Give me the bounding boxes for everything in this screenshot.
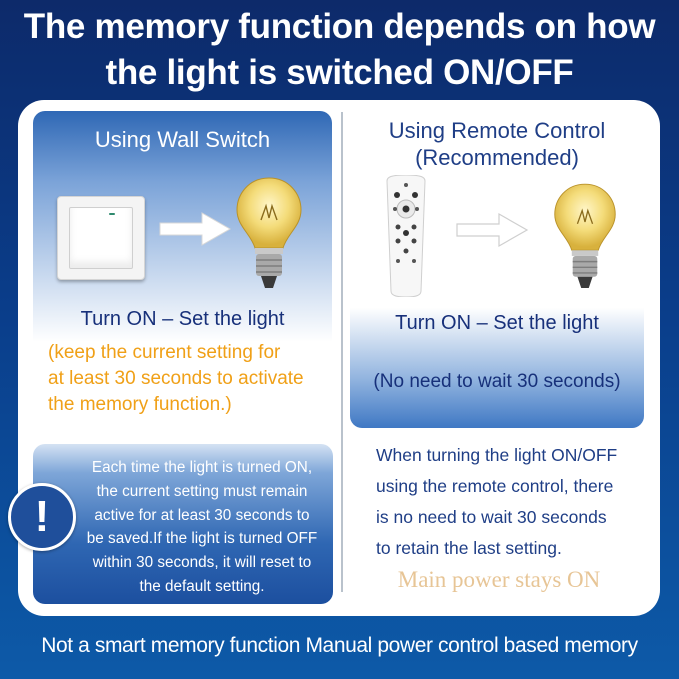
- tip-text: Each time the light is turned ON, the cu…: [72, 456, 332, 599]
- remote-heading-line-1: Using Remote Control: [388, 118, 606, 143]
- wall-switch-heading: Using Wall Switch: [94, 127, 271, 152]
- tip-line: Each time the light is turned ON,: [91, 459, 313, 476]
- remote-desc-line: is no need to wait 30 seconds: [376, 507, 607, 527]
- wall-switch-step: Turn ON – Set the light: [80, 308, 285, 330]
- remote-control-step: Turn ON – Set the light: [395, 312, 599, 334]
- tip-box: [33, 444, 333, 604]
- light-bulb-icon: [236, 177, 302, 288]
- tip-line: within 30 seconds, it will reset to: [92, 554, 312, 572]
- arrow-right-icon: [456, 212, 529, 248]
- wall-switch-note-line: at least 30 seconds to activate: [48, 368, 304, 389]
- page-title: The memory function depends on how the l…: [0, 4, 679, 96]
- page-title-line-1: The memory function depends on how: [23, 7, 656, 46]
- page-title-line-2: the light is switched ON/OFF: [105, 53, 574, 92]
- tip-line: the default setting.: [139, 577, 265, 595]
- remote-control-heading: Using Remote Control (Recommended): [350, 117, 644, 171]
- tip-line: the current setting must remain: [96, 482, 308, 500]
- remote-desc-line: to retain the last setting.: [376, 538, 562, 558]
- switch-indicator-led: [109, 213, 115, 215]
- remote-control-icon: [386, 175, 426, 297]
- remote-control-note: (No need to wait 30 seconds): [373, 371, 621, 392]
- tip-line: be saved.If the light is turned OFF: [86, 530, 318, 548]
- wall-switch-note-line: (keep the current setting for: [48, 342, 281, 363]
- exclamation-icon: !: [8, 483, 76, 551]
- wall-switch-icon: [57, 196, 145, 280]
- wall-switch-note: (keep the current setting for at least 3…: [48, 340, 338, 418]
- remote-control-description: When turning the light ON/OFF using the …: [376, 440, 638, 564]
- switch-rocker: [69, 207, 133, 269]
- column-divider: [341, 112, 343, 592]
- footer-caption: Not a smart memory function Manual power…: [41, 634, 638, 657]
- tip-line: active for at least 30 seconds to: [94, 506, 310, 524]
- main-power-label: Main power stays ON: [397, 567, 601, 592]
- wall-switch-note-line: the memory function.): [48, 394, 232, 415]
- arrow-right-icon: [159, 212, 232, 246]
- light-bulb-icon: [554, 183, 616, 289]
- remote-desc-line: When turning the light ON/OFF: [376, 445, 618, 465]
- remote-heading-line-2: (Recommended): [415, 145, 579, 170]
- remote-desc-line: using the remote control, there: [376, 476, 614, 496]
